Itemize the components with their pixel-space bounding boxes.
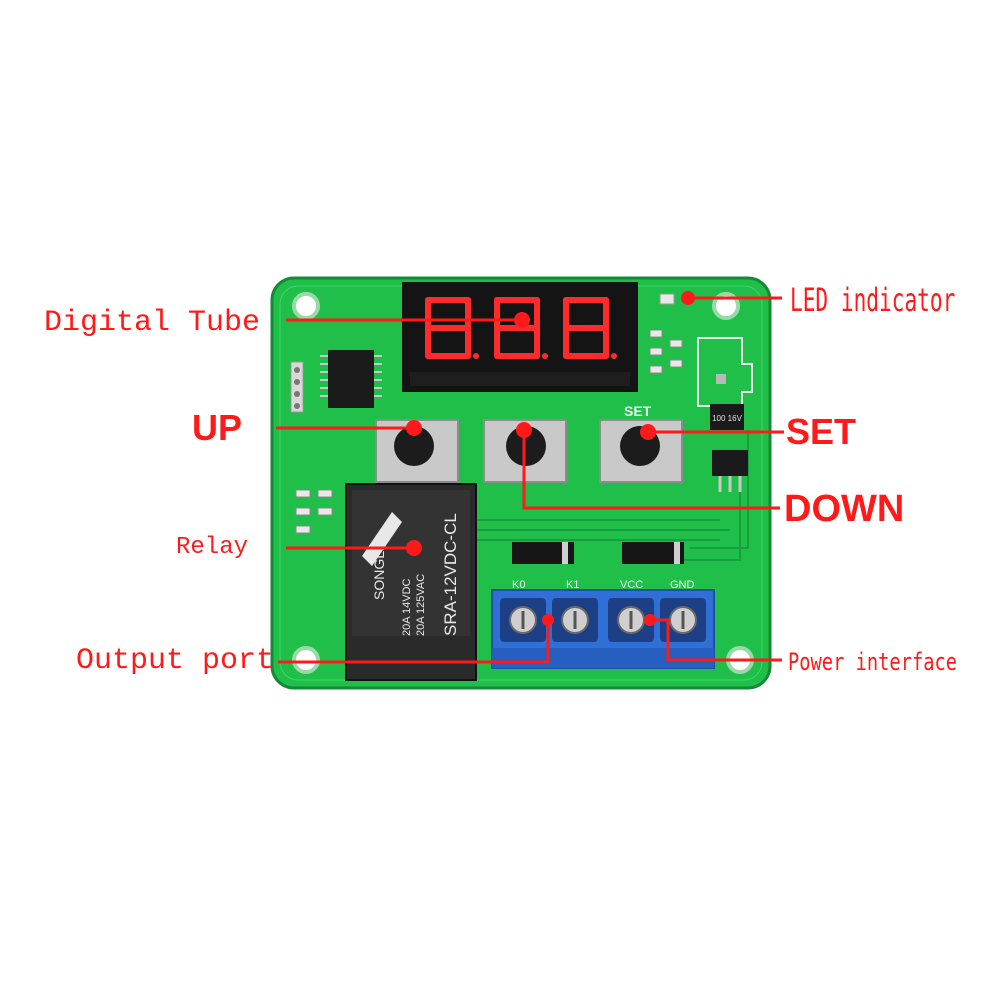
relay-rating-dc: 20A 14VDC xyxy=(401,578,413,636)
smd-components xyxy=(295,329,683,534)
digit-1-decimal-point xyxy=(473,353,479,359)
capacitor: 100 16V xyxy=(710,404,744,430)
relay-model: SRA-12VDC-CL xyxy=(441,513,460,636)
label-digital-tube: Digital Tube xyxy=(44,306,261,340)
capacitor-text: 100 16V xyxy=(712,414,742,423)
leader-power-interface xyxy=(650,618,782,662)
digit-3-decimal-point xyxy=(611,353,617,359)
terminal-label-vcc: VCC xyxy=(620,579,643,591)
digital-tube-display xyxy=(402,282,638,392)
terminal-label-k0: K0 xyxy=(512,579,525,591)
leader-output-port xyxy=(278,620,550,664)
sensor-pad xyxy=(716,374,726,384)
relay: SONGLE 20A 14VDC 20A 125VAC SRA-12VDC-CL xyxy=(345,483,477,681)
label-up: UP xyxy=(192,407,243,448)
callout-lines xyxy=(276,296,784,664)
digit-2-decimal-point xyxy=(542,353,548,359)
diodes xyxy=(512,542,684,564)
relay-brand: SONGLE xyxy=(371,542,387,600)
terminal-label-k1: K1 xyxy=(566,579,579,591)
relay-rating-ac: 20A 125VAC xyxy=(415,574,427,636)
label-set: SET xyxy=(786,411,857,452)
ic-chip xyxy=(320,350,382,408)
up-button-body xyxy=(375,419,459,483)
pin-header xyxy=(290,361,304,413)
voltage-regulator xyxy=(712,450,748,492)
display-digits xyxy=(425,297,617,359)
leader-down xyxy=(522,430,780,510)
label-led-indicator: LED indicator xyxy=(790,281,956,319)
label-power-interface: Power interface xyxy=(788,648,958,676)
label-relay: Relay xyxy=(176,534,249,561)
set-silkscreen: SET xyxy=(624,403,652,419)
mounting-holes xyxy=(292,292,754,674)
label-output-port: Output port xyxy=(76,644,275,678)
terminal-block: K0 K1 VCC GND xyxy=(491,579,715,669)
label-down: DOWN xyxy=(784,488,905,530)
callout-dots xyxy=(406,291,695,626)
terminal-label-gnd: GND xyxy=(670,579,695,591)
